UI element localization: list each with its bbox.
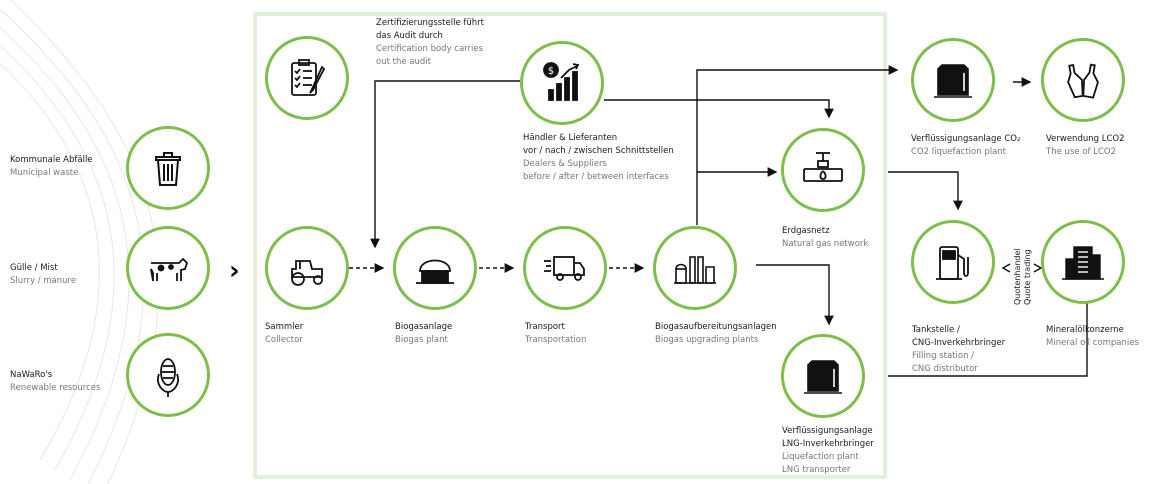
node-collector [265,226,349,310]
source-renewable [126,333,210,417]
label-en: CO2 liquefaction plant [911,147,1007,157]
node-biogas-plant [393,226,477,310]
tank-icon [804,360,842,394]
label-en: CNG distributor [912,364,978,374]
gas-valve-icon [803,152,843,182]
label-de: Zertifizierungsstelle führt [376,18,484,28]
label-collector: Sammler Collector [265,321,303,347]
label-audit: Zertifizierungsstelle führt das Audit du… [376,17,484,69]
label-de: Gülle / Mist [10,263,58,273]
label-oil-companies: Mineralölkonzerne Mineral oil companies [1046,324,1139,350]
label-lng: Verflüssigungsanlage LNG-Inverkehrbringe… [782,425,874,477]
fuel-pump-icon [936,246,969,280]
dollar-chart-icon: $ [543,62,580,101]
label-en: LNG transporter [782,465,851,475]
label-en: Slurry / manure [10,276,77,286]
label-de: LNG-Inverkehrbringer [782,439,874,449]
label-de: Biogasanlage [395,322,453,332]
bottles-icon [1067,63,1099,99]
tank-icon [934,64,972,98]
label-quota-trading: Quotenhandel Quote trading [1013,248,1033,305]
label-de: Verflüssigungsanlage [782,426,873,436]
label-de: Tankstelle / [912,325,960,335]
label-de: NaWaRo's [10,370,53,380]
label-de: Sammler [265,322,304,332]
node-upgrading [653,226,737,310]
node-co2-liquefaction [911,38,995,122]
svg-text:$: $ [548,66,554,77]
label-transport: Transport Transportation [525,321,586,347]
biogas-dome-icon [416,259,454,284]
label-en: Collector [265,335,303,345]
label-en: Biogas plant [395,335,448,345]
label-en: Biogas upgrading plants [655,335,759,345]
label-renewable: NaWaRo's Renewable resources [10,369,100,395]
corn-icon [157,358,179,397]
tractor-icon [291,260,323,286]
node-filling-station [911,220,995,304]
label-de: das Audit durch [376,31,443,41]
label-de: Verwendung LCO2 [1046,134,1125,144]
label-de: Transport [525,322,565,332]
label-filling-station: Tankstelle / CNG-Inverkehrbringer Fillin… [912,324,1005,376]
label-en: Transportation [525,335,587,345]
label-slurry-manure: Gülle / Mist Slurry / manure [10,262,76,288]
label-upgrading: Biogasaufbereitungsanlagen Biogas upgrad… [655,321,777,347]
label-co2-liquefaction: Verflüssigungsanlage CO₂ CO2 liquefactio… [911,133,1020,159]
label-en: Dealers & Suppliers [523,159,607,169]
node-oil-companies [1041,220,1125,304]
label-de: Quotenhandel [1013,248,1022,305]
node-gas-network [781,128,865,212]
source-slurry-manure [126,226,210,310]
label-en: Quote trading [1023,249,1032,305]
label-en: Mineral oil companies [1046,338,1139,348]
checklist-icon [291,59,326,96]
label-de: vor / nach / zwischen Schnittstellen [523,146,674,156]
label-en: before / after / between interfaces [523,172,669,182]
label-en: The use of LCO2 [1046,147,1116,157]
node-lng [781,334,865,418]
label-de: Mineralölkonzerne [1046,325,1124,335]
label-en: Filling station / [912,351,975,361]
node-lco2-use [1041,38,1125,122]
label-de: Händler & Lieferanten [523,133,618,143]
label-de: Erdgasnetz [782,226,830,236]
node-audit [265,36,349,120]
label-en: Natural gas network [782,239,869,249]
label-municipal-waste: Kommunale Abfälle Municipal waste [10,154,93,180]
label-de: Verflüssigungsanlage CO₂ [911,134,1021,144]
label-de: CNG-Inverkehrbringer [912,338,1006,348]
truck-icon [544,256,585,281]
label-en: Municipal waste [10,168,79,178]
label-en: out the audit [376,57,431,67]
label-gas-network: Erdgasnetz Natural gas network [782,225,868,251]
cow-icon [150,257,189,282]
node-transport [523,226,607,310]
label-en: Liquefaction plant [782,452,859,462]
node-traders: $ [520,41,604,125]
label-traders: Händler & Lieferanten vor / nach / zwisc… [523,132,674,184]
chevron-right-icon: › [229,256,240,286]
factory-icon [674,256,716,284]
trash-bin-icon [155,152,181,186]
label-biogas-plant: Biogasanlage Biogas plant [395,321,452,347]
building-icon [1062,246,1104,280]
label-en: Renewable resources [10,383,101,393]
process-frame [253,12,887,479]
label-lco2-use: Verwendung LCO2 The use of LCO2 [1046,133,1124,159]
source-municipal-waste [126,126,210,210]
label-en: Certification body carries [376,44,484,54]
label-de: Biogasaufbereitungsanlagen [655,322,777,332]
label-de: Kommunale Abfälle [10,155,93,165]
